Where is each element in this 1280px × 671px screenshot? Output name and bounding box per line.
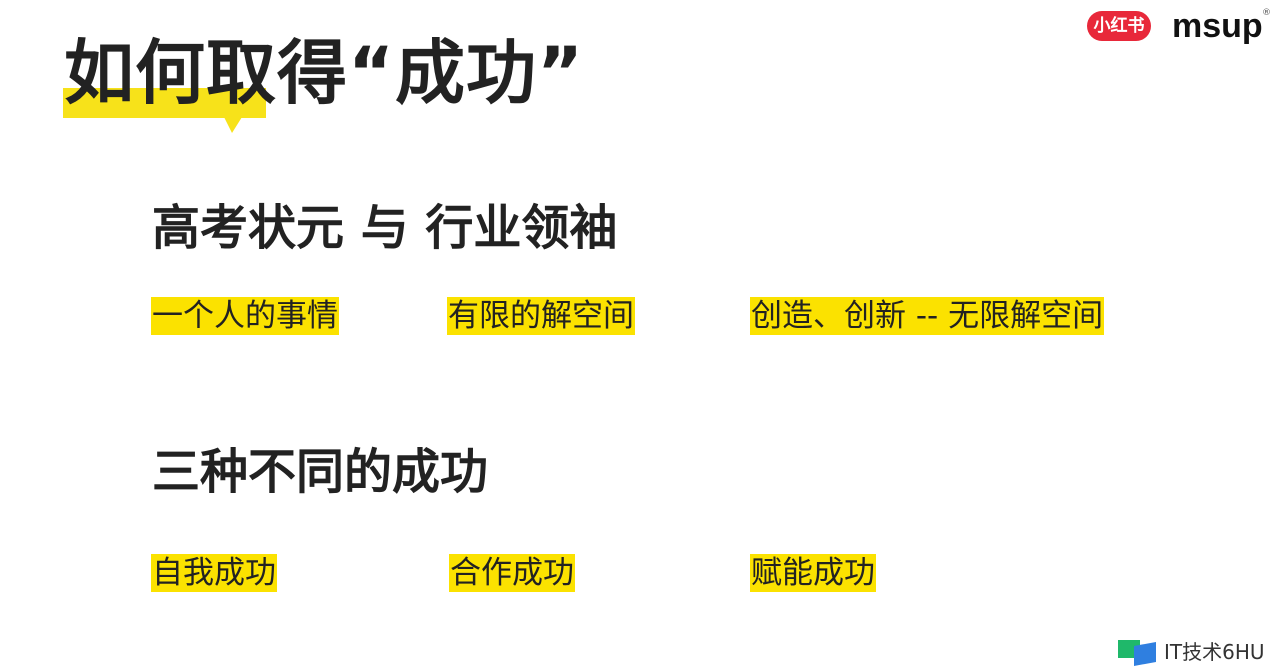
section2-heading: 三种不同的成功: [152, 444, 489, 500]
section1-heading: 高考状元 与 行业领袖: [152, 200, 618, 256]
title-highlight-tail: [224, 117, 242, 133]
watermark-text: IT技术6HU: [1164, 640, 1265, 664]
section2-tag-3: 赋能成功: [750, 554, 876, 592]
title-highlight-bar: [63, 88, 266, 118]
section1-tag-3: 创造、创新 -- 无限解空间: [750, 297, 1105, 335]
section2-tag-1: 自我成功: [151, 554, 277, 592]
watermark-logo-icon: [1118, 638, 1158, 666]
section1-tag-1: 一个人的事情: [151, 297, 339, 335]
msup-logo: msup: [1172, 7, 1263, 45]
watermark: IT技术6HU: [1118, 636, 1265, 666]
xiaohongshu-logo: 小红书: [1087, 11, 1151, 41]
section1-tag-2: 有限的解空间: [447, 297, 635, 335]
section2-tag-2: 合作成功: [449, 554, 575, 592]
registered-mark: ®: [1262, 8, 1271, 18]
slide-title: 如何取得“成功”: [64, 32, 585, 114]
